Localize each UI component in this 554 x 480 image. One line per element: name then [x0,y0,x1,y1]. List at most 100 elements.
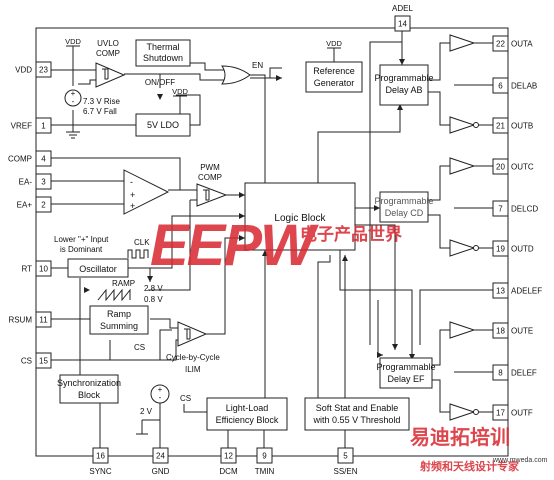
ldo-label: 5V LDO [147,120,179,130]
pin-dcm-num: 12 [224,452,233,461]
v08-label: 0.8 V [144,295,163,304]
watermark-logo: EEPW [150,213,319,278]
thermal-line1: Thermal [146,42,179,52]
pin-delab-label: DELAB [511,82,537,91]
pin-adel-num: 14 [398,20,407,29]
lower-input-1: Lower "+" Input [54,235,109,244]
thermal-shutdown-block [135,39,191,67]
pin-rt-label: RT [21,265,32,274]
uvlo-src-plus: + [71,89,76,98]
pin-adelef-label: ADELEF [511,287,542,296]
pin-ssen-num: 5 [343,452,348,461]
pin-delef-num: 8 [498,369,503,378]
buffer-outc [449,157,476,175]
sync-line2: Block [78,390,101,400]
ref-2v-plus: + [158,385,163,394]
pin-rsum-label: RSUM [8,316,32,325]
watermark-cn-sub: 射频和天线设计专家 [419,459,520,473]
ea-minus-sign: - [130,177,133,187]
ref-2v-minus: - [159,393,162,402]
uvlo-vdd-label: VDD [65,37,81,46]
pin-vdd-label: VDD [15,66,32,75]
v28-label: 2.8 V [144,284,163,293]
delay-cd-line1: Programmable [374,196,433,206]
ea-plus-sign: + [130,190,135,200]
pwm-label-2: COMP [198,173,222,182]
clk-waveform [127,249,149,259]
soft-start-line1: Soft Stat and Enable [316,403,399,413]
delay-ef-line2: Delay EF [387,374,425,384]
uvlo-source [64,89,82,107]
oscillator-block [67,258,129,278]
delay-ef-block [379,357,433,389]
pin-tmin-num: 9 [262,452,267,461]
uvlo-comparator [95,62,126,88]
pin-adelef-num: 13 [496,287,505,296]
pin-cs-label: CS [21,357,32,366]
logic-block [244,182,356,251]
delay-cd-block [379,191,429,223]
pin-gnd-num: 24 [156,452,165,461]
delay-cd-line2: Delay CD [385,208,424,218]
buffer-outd [449,239,476,257]
output-buffers [449,34,479,421]
pin-eam-num: 3 [41,178,46,187]
pin-delef-label: DELEF [511,369,537,378]
pin-delcd-label: DELCD [511,205,538,214]
ref-2v-source [150,384,170,404]
reference-line1: Reference [313,66,355,76]
uvlo-label-1: UVLO [97,39,119,48]
watermark-cn-top: 电子产品世界 [300,224,402,244]
soft-start-line2: with 0.55 V Threshold [313,415,401,425]
ref-2v-label: 2 V [140,407,153,416]
light-load-block [206,397,288,431]
buffer-outa [449,34,476,52]
pin-outa-num: 22 [496,40,505,49]
pin-outc-label: OUTC [511,163,534,172]
logic-label: Logic Block [274,213,326,224]
bottom-pins: 16 SYNC 24 GND 12 DCM 9 TMIN 5 SS/EN [89,447,358,476]
buffer-oute [449,321,476,339]
pin-adel-label: ADEL [392,4,413,13]
oscillator-label: Oscillator [79,264,117,274]
cbc-label-1: Cycle-by-Cycle [166,353,220,362]
cs-internal-label: CS [134,343,145,352]
thermal-line2: Shutdown [143,53,183,63]
soft-start-block [304,397,410,431]
pin-vref-label: VREF [11,122,32,131]
ref-vdd-label: VDD [326,39,342,48]
top-pins: 14 ADEL [392,4,413,32]
pwm-comparator [196,183,228,207]
arrowheads [84,59,415,360]
en-label: EN [252,61,263,70]
ldo-block [135,113,191,137]
pin-outd-label: OUTD [511,245,534,254]
ramp-line2: Summing [100,321,138,331]
pin-outd-num: 19 [496,245,505,254]
watermark-url: www.mweda.com [492,457,548,464]
clk-label: CLK [134,238,150,247]
pin-comp-label: COMP [8,155,32,164]
light-load-line2: Efficiency Block [216,415,279,425]
pin-vdd-num: 23 [39,66,48,75]
pin-rsum-num: 11 [39,316,48,325]
pin-outc-num: 20 [496,163,505,172]
pin-cs-num: 15 [39,357,48,366]
reference-line2: Generator [314,78,355,88]
pin-outf-num: 17 [496,409,505,418]
pin-tmin-label: TMIN [255,467,275,476]
left-pins: 23 VDD 1 VREF 4 COMP 3 EA- 2 EA+ 10 RT 1… [8,61,52,369]
or-gate [221,65,251,85]
ea-plus-sign-2: + [130,201,135,211]
light-load-line1: Light-Load [226,403,269,413]
delay-ab-line2: Delay AB [385,85,422,95]
right-pins: 22 OUTA 6 DELAB 21 OUTB 20 OUTC 7 DELCD … [492,35,542,421]
pwm-label-1: PWM [200,163,220,172]
ramp-line1: Ramp [107,309,131,319]
sync-line1: Synchronization [57,378,121,388]
delay-ab-line1: Programmable [374,73,433,83]
uvlo-label-2: COMP [96,49,120,58]
pin-sync-label: SYNC [89,467,111,476]
watermark: EEPW 电子产品世界 易迪拓培训 射频和天线设计专家 www.mweda.co… [150,213,548,473]
